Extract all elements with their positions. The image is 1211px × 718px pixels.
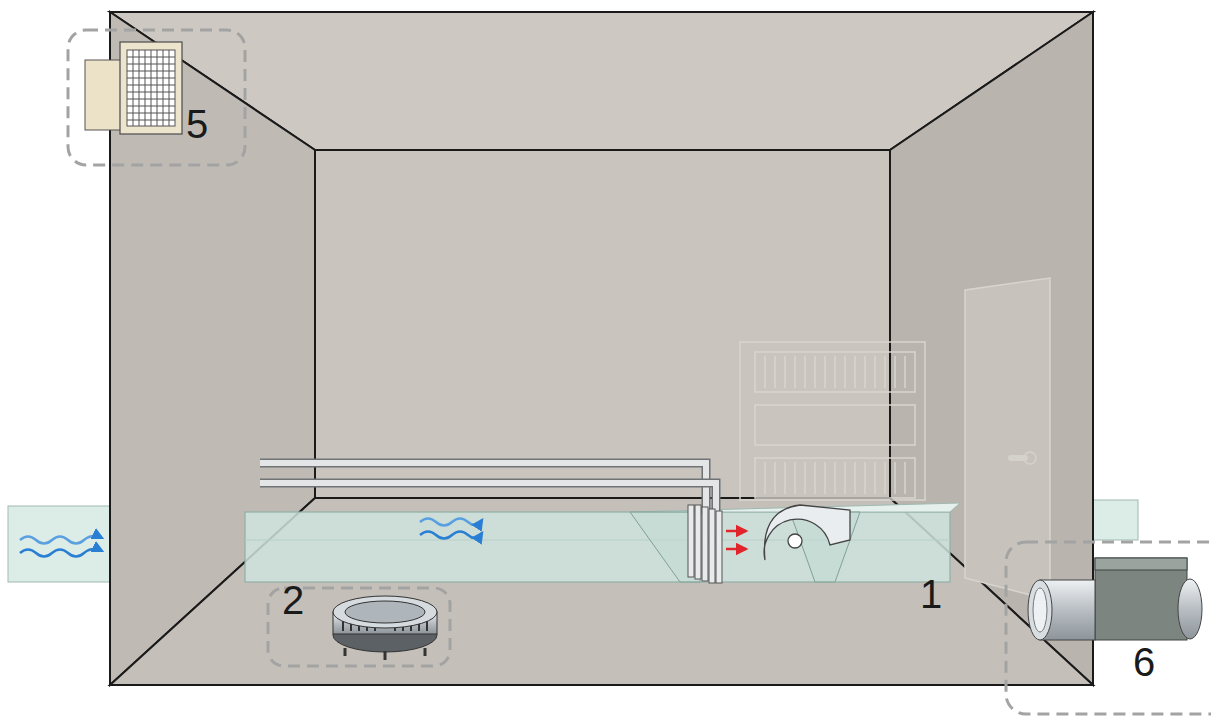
shelf-unit [740, 342, 925, 500]
warm-air-arrows [726, 531, 746, 549]
wall-grille [85, 42, 182, 134]
duct-silencer [1028, 558, 1202, 640]
callout-number: 6 [1133, 642, 1155, 682]
cooling-coil [688, 505, 722, 583]
callout-bracket [1006, 542, 1211, 714]
callout-number: 5 [186, 104, 208, 144]
air-handling-unit [245, 503, 960, 582]
callout-bracket [68, 30, 245, 165]
callout-number: 1 [920, 574, 942, 614]
coolant-pipes [260, 463, 716, 515]
callout-number: 2 [282, 580, 304, 620]
blower-fan [764, 505, 850, 560]
room [110, 12, 1093, 685]
floor-circulator [333, 596, 437, 660]
supply-duct [8, 506, 112, 582]
exhaust-duct [1090, 500, 1138, 540]
